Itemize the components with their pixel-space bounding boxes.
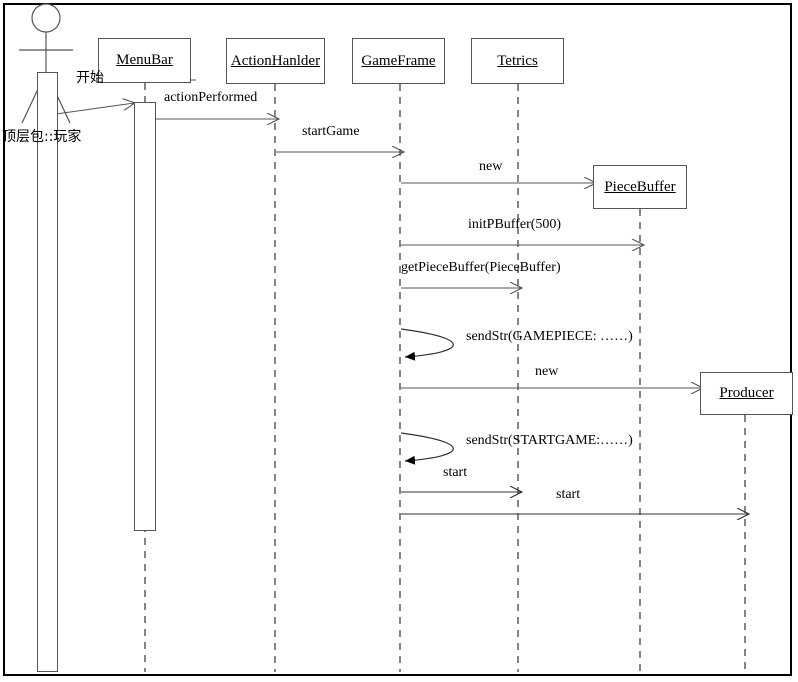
object-box-gameframe[interactable]: GameFrame: [352, 38, 445, 84]
activation-bar-menubar: [134, 102, 156, 531]
message-label-start-tetrics: start: [443, 465, 468, 480]
activation-bar-actor: [37, 72, 58, 672]
message-label-send-str-startgame: sendStr(STARTGAME:……): [466, 433, 633, 448]
message-arrow-send-str-startgame: [400, 432, 454, 465]
message-label-new-producer: new: [535, 364, 559, 379]
object-box-actionhanlder[interactable]: ActionHanlder: [226, 38, 325, 84]
object-box-menubar[interactable]: MenuBar: [98, 38, 191, 83]
object-label-menubar: MenuBar: [116, 52, 173, 68]
message-label-new-piecebuffer: new: [479, 159, 503, 174]
message-label-kaishi: 开始: [76, 70, 104, 86]
message-label-send-str-gamepiece: sendStr(GAMEPIECE: ……): [466, 329, 633, 344]
object-label-piecebuffer: PieceBuffer: [604, 178, 676, 195]
message-arrow-kaishi: [55, 103, 134, 115]
object-label-gameframe: GameFrame: [361, 52, 436, 69]
message-arrow-send-str-gamepiece: [400, 328, 454, 361]
object-box-piecebuffer[interactable]: PieceBuffer: [593, 165, 687, 209]
message-label-init-pbuffer: initPBuffer(500): [468, 217, 562, 232]
message-label-start-producer: start: [556, 487, 581, 502]
object-label-tetrics: Tetrics: [497, 52, 538, 69]
message-label-action-performed: actionPerformed: [164, 90, 258, 105]
object-box-tetrics[interactable]: Tetrics: [471, 38, 564, 84]
object-label-producer: Producer: [719, 385, 774, 401]
diagram-frame-border: [3, 3, 792, 676]
message-label-get-piece-buffer: getPieceBuffer(PieceBuffer): [401, 260, 561, 275]
actor-label: 顶层包::玩家: [2, 129, 82, 145]
object-box-producer[interactable]: Producer: [700, 372, 793, 415]
message-label-start-game: startGame: [302, 124, 360, 139]
object-label-actionhanlder: ActionHanlder: [230, 52, 321, 69]
